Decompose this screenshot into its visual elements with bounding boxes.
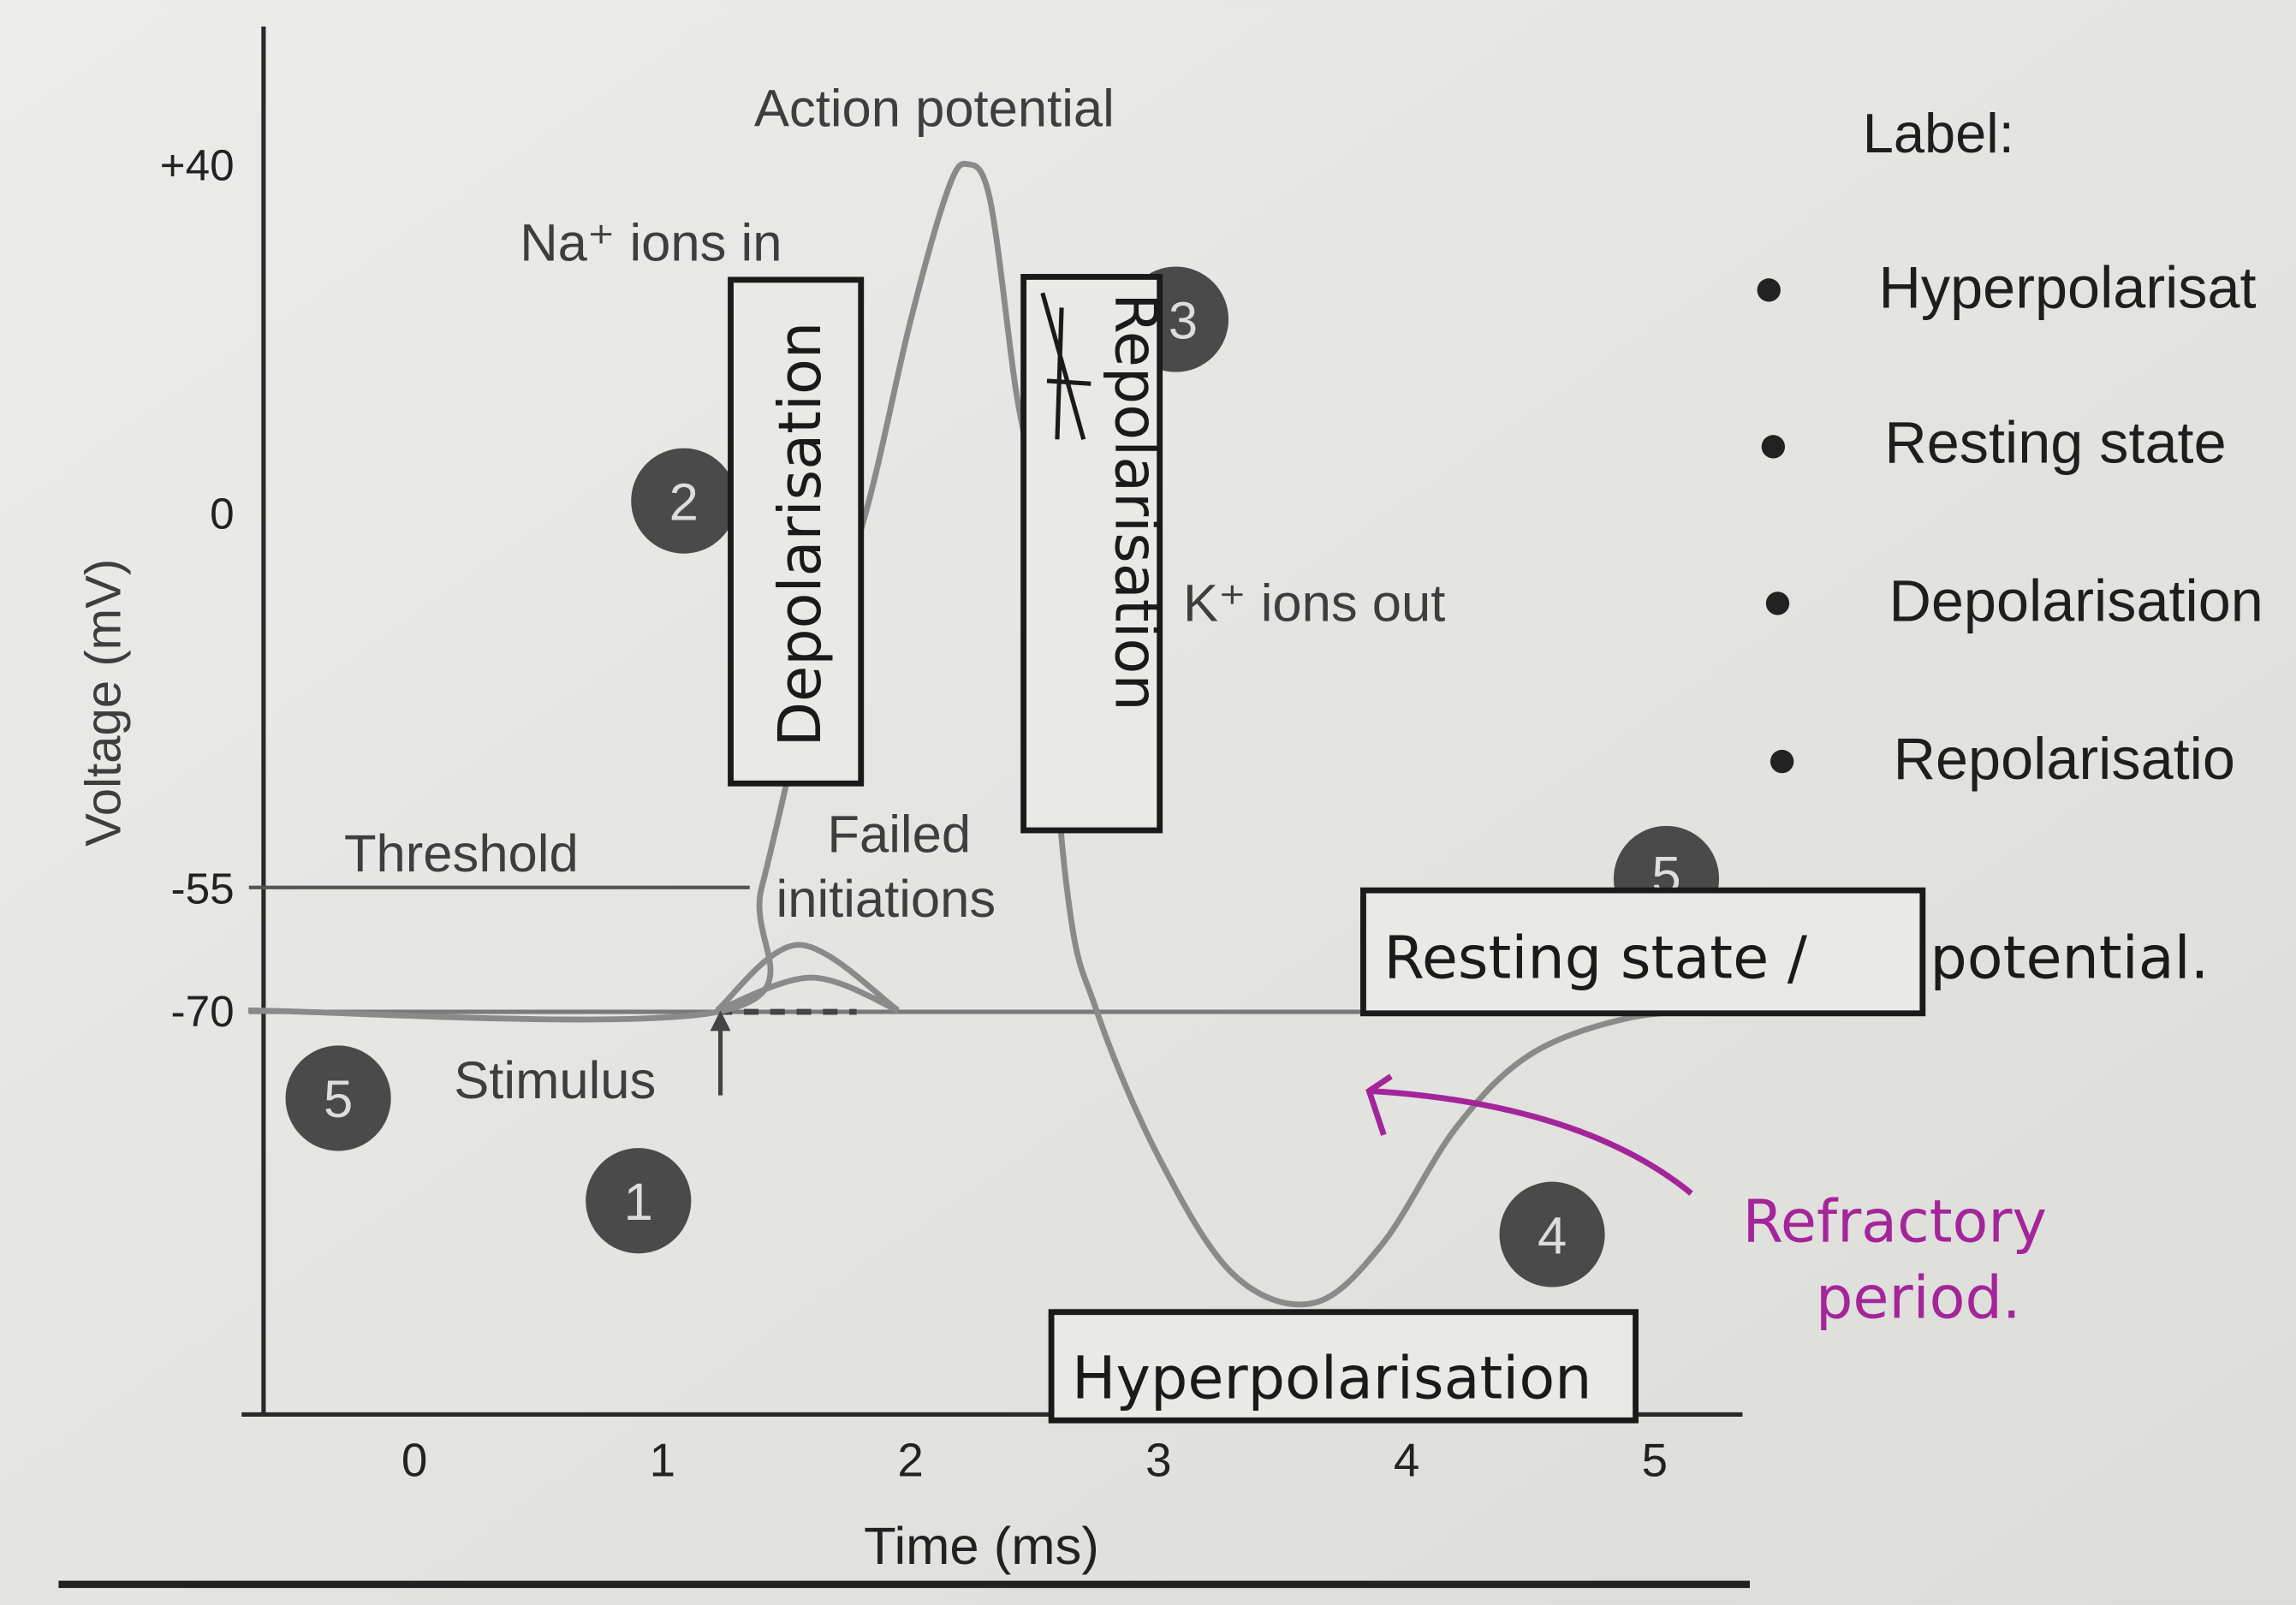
repolarisation-handwritten: Repolarisation <box>1101 293 1169 710</box>
svg-text:Depolarisation: Depolarisation <box>1889 568 2263 633</box>
refractory-line-2: period. <box>1816 1265 2021 1333</box>
svg-text:2: 2 <box>669 473 699 532</box>
y-axis-label: Voltage (mV) <box>75 559 131 847</box>
label-item-hyperpolarisation: Hyperpolarisat <box>1757 255 2257 320</box>
marker-1: 1 <box>586 1148 692 1254</box>
refractory-arrow <box>1365 1073 1693 1196</box>
x-axis-label: Time (ms) <box>864 1517 1099 1576</box>
marker-2: 2 <box>631 448 737 554</box>
failed-initiation-curve-2 <box>716 974 900 1014</box>
x-tick-label: 2 <box>897 1433 923 1486</box>
x-tick-label: 0 <box>402 1433 427 1486</box>
svg-text:Repolarisatio: Repolarisatio <box>1894 727 2235 792</box>
potential-handwritten: potential. <box>1930 925 2209 993</box>
y-tick-label: 0 <box>210 490 235 538</box>
label-item-repolarisation: Repolarisatio <box>1770 727 2235 792</box>
svg-text:1: 1 <box>624 1173 653 1232</box>
x-tick-label: 1 <box>650 1433 675 1486</box>
refractory-line-1: Refractory <box>1742 1189 2047 1257</box>
marker-5-left: 5 <box>285 1045 391 1151</box>
svg-text:4: 4 <box>1538 1206 1567 1265</box>
x-tick-label: 5 <box>1642 1433 1668 1486</box>
x-tick-label: 4 <box>1394 1433 1419 1486</box>
label-item-resting-state: Resting state <box>1761 411 2227 476</box>
failed-label-1: Failed <box>827 805 971 865</box>
svg-text:Hyperpolarisat: Hyperpolarisat <box>1879 255 2257 320</box>
stimulus-arrow <box>710 1010 731 1096</box>
label-heading: Label: <box>1863 102 2014 164</box>
svg-text:5: 5 <box>324 1070 353 1129</box>
chart-title: Action potential <box>754 79 1115 138</box>
svg-text:3: 3 <box>1169 291 1198 350</box>
depolarisation-box <box>728 276 865 787</box>
y-tick-label: -70 <box>171 987 235 1036</box>
na-ions-label: Na⁺ ions in <box>520 214 782 273</box>
k-ions-label: K⁺ ions out <box>1183 574 1445 633</box>
resting-state-box <box>1360 887 1926 1017</box>
label-item-depolarisation: Depolarisation <box>1765 568 2263 633</box>
svg-text:Resting state: Resting state <box>1884 411 2226 476</box>
repolarisation-box <box>1020 274 1163 834</box>
hyperpolarisation-handwritten: Hyperpolarisation <box>1072 1346 1591 1413</box>
scribble <box>1040 292 1091 440</box>
resting-state-handwritten: Resting state / <box>1383 925 1808 993</box>
threshold-label: Threshold <box>344 824 579 883</box>
depolarisation-handwritten: Depolarisation <box>767 322 835 747</box>
hyperpolarisation-box <box>1048 1309 1639 1424</box>
failed-label-2: initiations <box>776 870 996 929</box>
stimulus-label: Stimulus <box>454 1051 656 1110</box>
marker-4: 4 <box>1499 1181 1605 1287</box>
failed-initiation-curve-1 <box>715 942 901 1014</box>
y-tick-label: +40 <box>160 141 235 190</box>
y-tick-label: -55 <box>171 865 235 913</box>
x-tick-label: 3 <box>1145 1433 1171 1486</box>
